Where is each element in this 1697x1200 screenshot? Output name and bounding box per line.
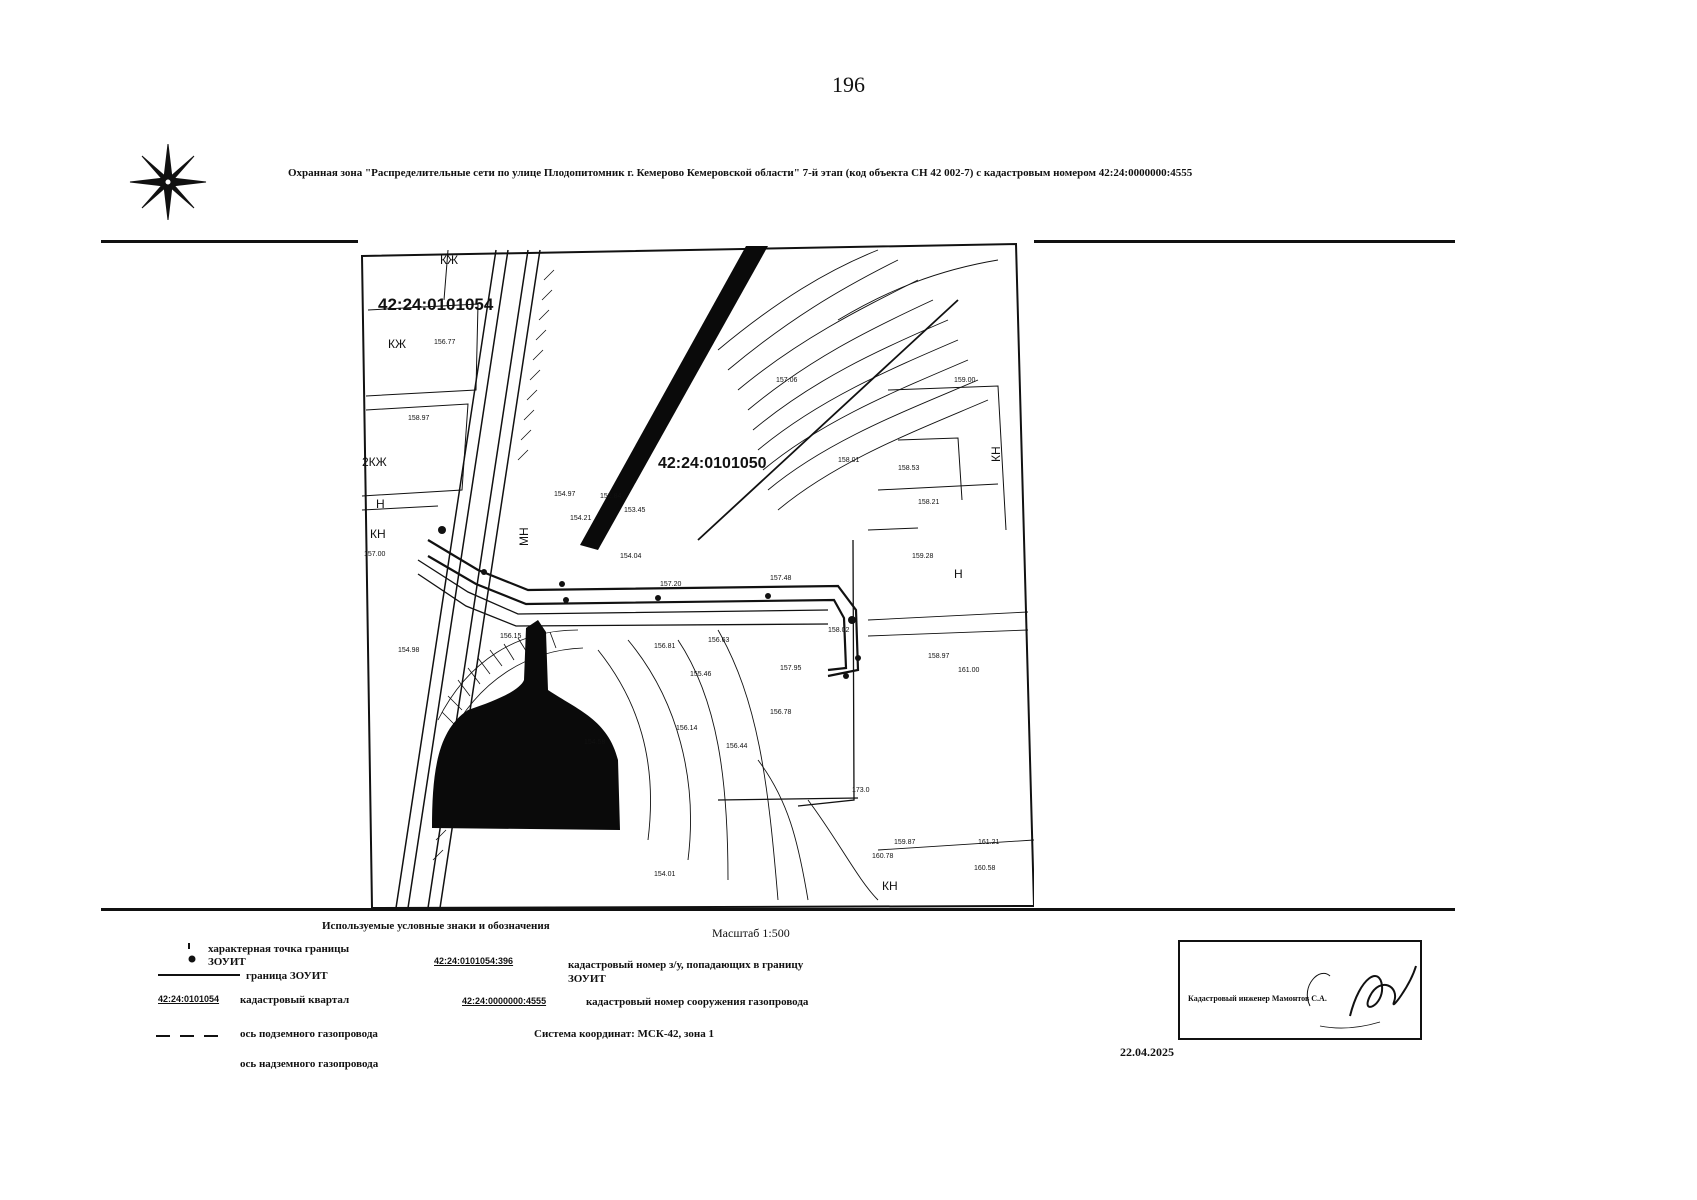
legend-title: Используемые условные знаки и обозначени… [322,920,550,932]
elevation-mark: 158.01 [838,457,860,464]
map-title: Охранная зона "Распределительные сети по… [288,167,1193,179]
elevation-mark: 156.63 [708,637,730,644]
elevation-mark: 154.21 [570,515,592,522]
elevation-mark: 157.06 [776,377,798,384]
legend-structure-label: кадастровый номер сооружения газопровода [586,996,809,1008]
cadastral-quarter-label: 42:24:0101054 [378,295,494,314]
elevation-mark: 156.14 [676,725,698,732]
boundary-point-icon [188,943,196,963]
elevation-mark: 160.58 [974,865,996,872]
coordinate-system: Система координат: МСК-42, зона 1 [534,1028,714,1040]
building-label: КЖ [440,253,458,267]
elevation-mark: 157.95 [780,665,802,672]
elevation-mark: 156.78 [770,709,792,716]
page-number: 196 [832,72,865,97]
elevation-mark: 154.98 [398,647,420,654]
building-label: КН [370,527,386,541]
building-label: МН [517,527,531,546]
legend-parcel-label: кадастровый номер з/у, попадающих в гран… [568,959,804,985]
zouit-boundary-symbol [158,974,240,976]
elevation-mark: 154.97 [554,491,576,498]
elevation-mark: 161.00 [958,667,980,674]
bottom-rule [101,908,1455,911]
elevation-mark: 160.78 [872,853,894,860]
building-label: КН [882,879,898,893]
building-label: 2КЖ [362,455,387,469]
elevation-mark: 157.20 [660,581,682,588]
elevation-mark: 153.45 [624,507,646,514]
elevation-mark: 161.21 [978,839,1000,846]
building-label: КН [989,446,1003,462]
legend-aboveground-label: ось надземного газопровода [240,1058,379,1070]
elevation-mark: 159.00 [954,377,976,384]
elevation-mark: 152.84 [600,493,622,500]
elevation-mark: 158.97 [928,653,950,660]
legend-quarter-label: кадастровый квартал [240,994,350,1006]
signature-icon [1306,965,1417,1029]
signature-stamp: Кадастровый инженер Мамонтов С.А. [1178,940,1422,1040]
building-label: Н [376,497,385,511]
engineer-label: Кадастровый инженер Мамонтов С.А. [1188,994,1327,1003]
legend-boundary-label: граница ЗОУИТ [246,970,328,982]
elevation-mark: 159.28 [912,553,934,560]
legend-point-label: характерная точка границы ЗОУИТ [208,943,350,968]
building-label: КЖ [388,337,406,351]
map-area[interactable]: 42:24:0101054 42:24:0101050 КЖ КЖ 2КЖ Н … [358,240,1034,908]
elevation-mark: 173.0 [852,787,870,794]
elevation-mark: 158.21 [918,499,940,506]
document-date: 22.04.2025 [1120,1045,1174,1059]
elevation-mark: 158.97 [408,415,430,422]
underground-pipe-symbol [156,1035,226,1037]
elevation-mark: 156.77 [434,339,456,346]
elevation-mark: 156.81 [654,643,676,650]
quarter-number-sample: 42:24:0101054 [158,994,220,1004]
elevation-mark: 159.87 [894,839,916,846]
elevation-mark: 158.53 [898,465,920,472]
compass-rose-icon [129,143,207,221]
map-scale: Масштаб 1:500 [712,926,790,940]
elevation-mark: 158.02 [828,627,850,634]
cadastral-quarter-label: 42:24:0101050 [658,455,767,472]
elevation-mark: 157.48 [770,575,792,582]
elevation-mark: 154.01 [654,871,676,878]
elevation-mark: 156.44 [726,743,748,750]
elevation-mark: 157.00 [364,551,386,558]
legend-underground-label: ось подземного газопровода [240,1028,378,1040]
parcel-number-sample: 42:24:0101054:396 [434,956,514,966]
structure-number-sample: 42:24:0000000:4555 [462,996,547,1006]
elevation-mark: 154.58 [584,739,606,746]
building-label: Н [954,567,963,581]
elevation-mark: 155.46 [690,671,712,678]
elevation-mark: 154.04 [620,553,642,560]
elevation-mark: 156.15 [500,633,522,640]
